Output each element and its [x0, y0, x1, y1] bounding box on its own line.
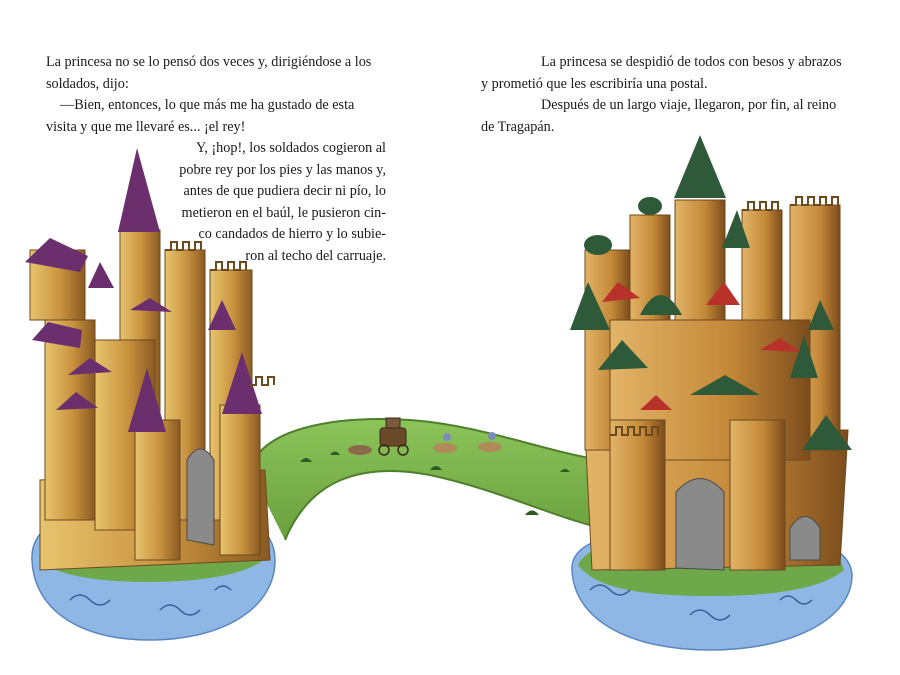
right-para1: La princesa se despidió de todos con bes…	[481, 52, 856, 95]
right-para1-line2: y prometió que les escribiría una postal…	[481, 75, 708, 92]
right-para1-line1: La princesa se despidió de todos con bes…	[541, 54, 842, 70]
right-para2-line1: Después de un largo viaje, llegaron, por…	[541, 97, 837, 114]
right-page-text: La princesa se despidió de todos con bes…	[481, 52, 856, 138]
right-castle	[570, 135, 852, 571]
grass-road	[249, 418, 611, 541]
right-para2: Después de un largo viaje, llegaron, por…	[481, 95, 856, 138]
left-para2-line2: visita y que me llevaré es... ¡el rey!	[46, 118, 246, 135]
left-para2: —Bien, entonces, lo que más me ha gustad…	[46, 95, 386, 138]
left-para3-line: metieron en el baúl, le pusieron cin-	[181, 204, 386, 221]
left-page-text-top: La princesa no se lo pensó dos veces y, …	[46, 52, 386, 138]
left-page-text-wrapped: Y, ¡hop!, los soldados cogieron al pobre…	[150, 138, 386, 268]
right-para2-line2: de Tragapán.	[481, 118, 555, 135]
left-para2-line1: —Bien, entonces, lo que más me ha gustad…	[60, 97, 355, 114]
left-para3-line: pobre rey por los pies y las manos y,	[179, 161, 386, 178]
left-castle	[25, 148, 275, 571]
left-para1-line1: La princesa no se lo pensó dos veces y, …	[46, 54, 372, 70]
left-para3-line: co candados de hierro y lo subie-	[198, 226, 386, 243]
left-para1-line2: soldados, dijo:	[46, 75, 129, 92]
left-para3: Y, ¡hop!, los soldados cogieron al pobre…	[150, 138, 386, 268]
left-para3-line: Y, ¡hop!, los soldados cogieron al	[195, 140, 386, 156]
left-para3-line: antes de que pudiera decir ni pío, lo	[183, 183, 387, 200]
carriage-procession	[348, 417, 502, 456]
left-para1: La princesa no se lo pensó dos veces y, …	[46, 52, 386, 95]
left-para3-line: ron al techo del carruaje.	[245, 247, 386, 264]
